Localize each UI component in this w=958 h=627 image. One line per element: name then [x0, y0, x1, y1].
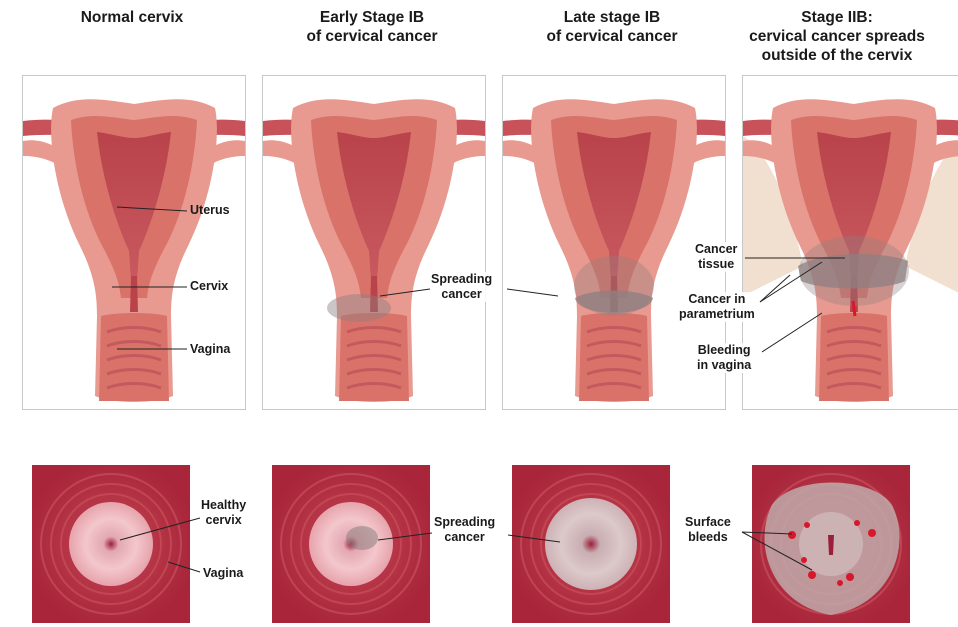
cervix-view-late [512, 465, 670, 623]
cervix-view-early [272, 465, 430, 623]
early-surface-lesion [346, 526, 378, 550]
uterus-early-ib-illustration [263, 76, 485, 409]
early-cancer-area [327, 294, 391, 322]
label-cancer-tissue: Cancer tissue [694, 242, 738, 272]
panel-normal-cervix [22, 75, 246, 410]
uterus-normal-illustration [23, 76, 245, 409]
cervix-view-stage-iib [752, 465, 910, 623]
uterus-late-ib-illustration [503, 76, 725, 409]
label-surface-bleeds: Surface bleeds [684, 515, 732, 545]
label-cancer-parametrium: Cancer in parametrium [678, 292, 756, 322]
column-title-early-ib: Early Stage IB of cervical cancer [262, 8, 482, 46]
column-title-late-ib: Late stage IB of cervical cancer [502, 8, 722, 46]
label-vagina-bottom: Vagina [202, 566, 244, 581]
label-bleeding-vagina: Bleeding in vagina [696, 343, 752, 373]
column-title-normal: Normal cervix [22, 8, 242, 27]
panel-stage-iib [742, 75, 958, 410]
column-title-stage-iib: Stage IIB: cervical cancer spreads outsi… [722, 8, 952, 65]
cervix-view-normal [32, 465, 190, 623]
label-uterus: Uterus [189, 203, 231, 218]
label-healthy-cervix: Healthy cervix [200, 498, 247, 528]
uterus-stage-iib-illustration [743, 76, 958, 409]
panel-early-ib [262, 75, 486, 410]
label-spreading-cancer-early: Spreading cancer [430, 272, 493, 302]
label-vagina: Vagina [189, 342, 231, 357]
label-cervix: Cervix [189, 279, 229, 294]
label-spreading-cancer-bottom: Spreading cancer [433, 515, 496, 545]
panel-late-ib [502, 75, 726, 410]
